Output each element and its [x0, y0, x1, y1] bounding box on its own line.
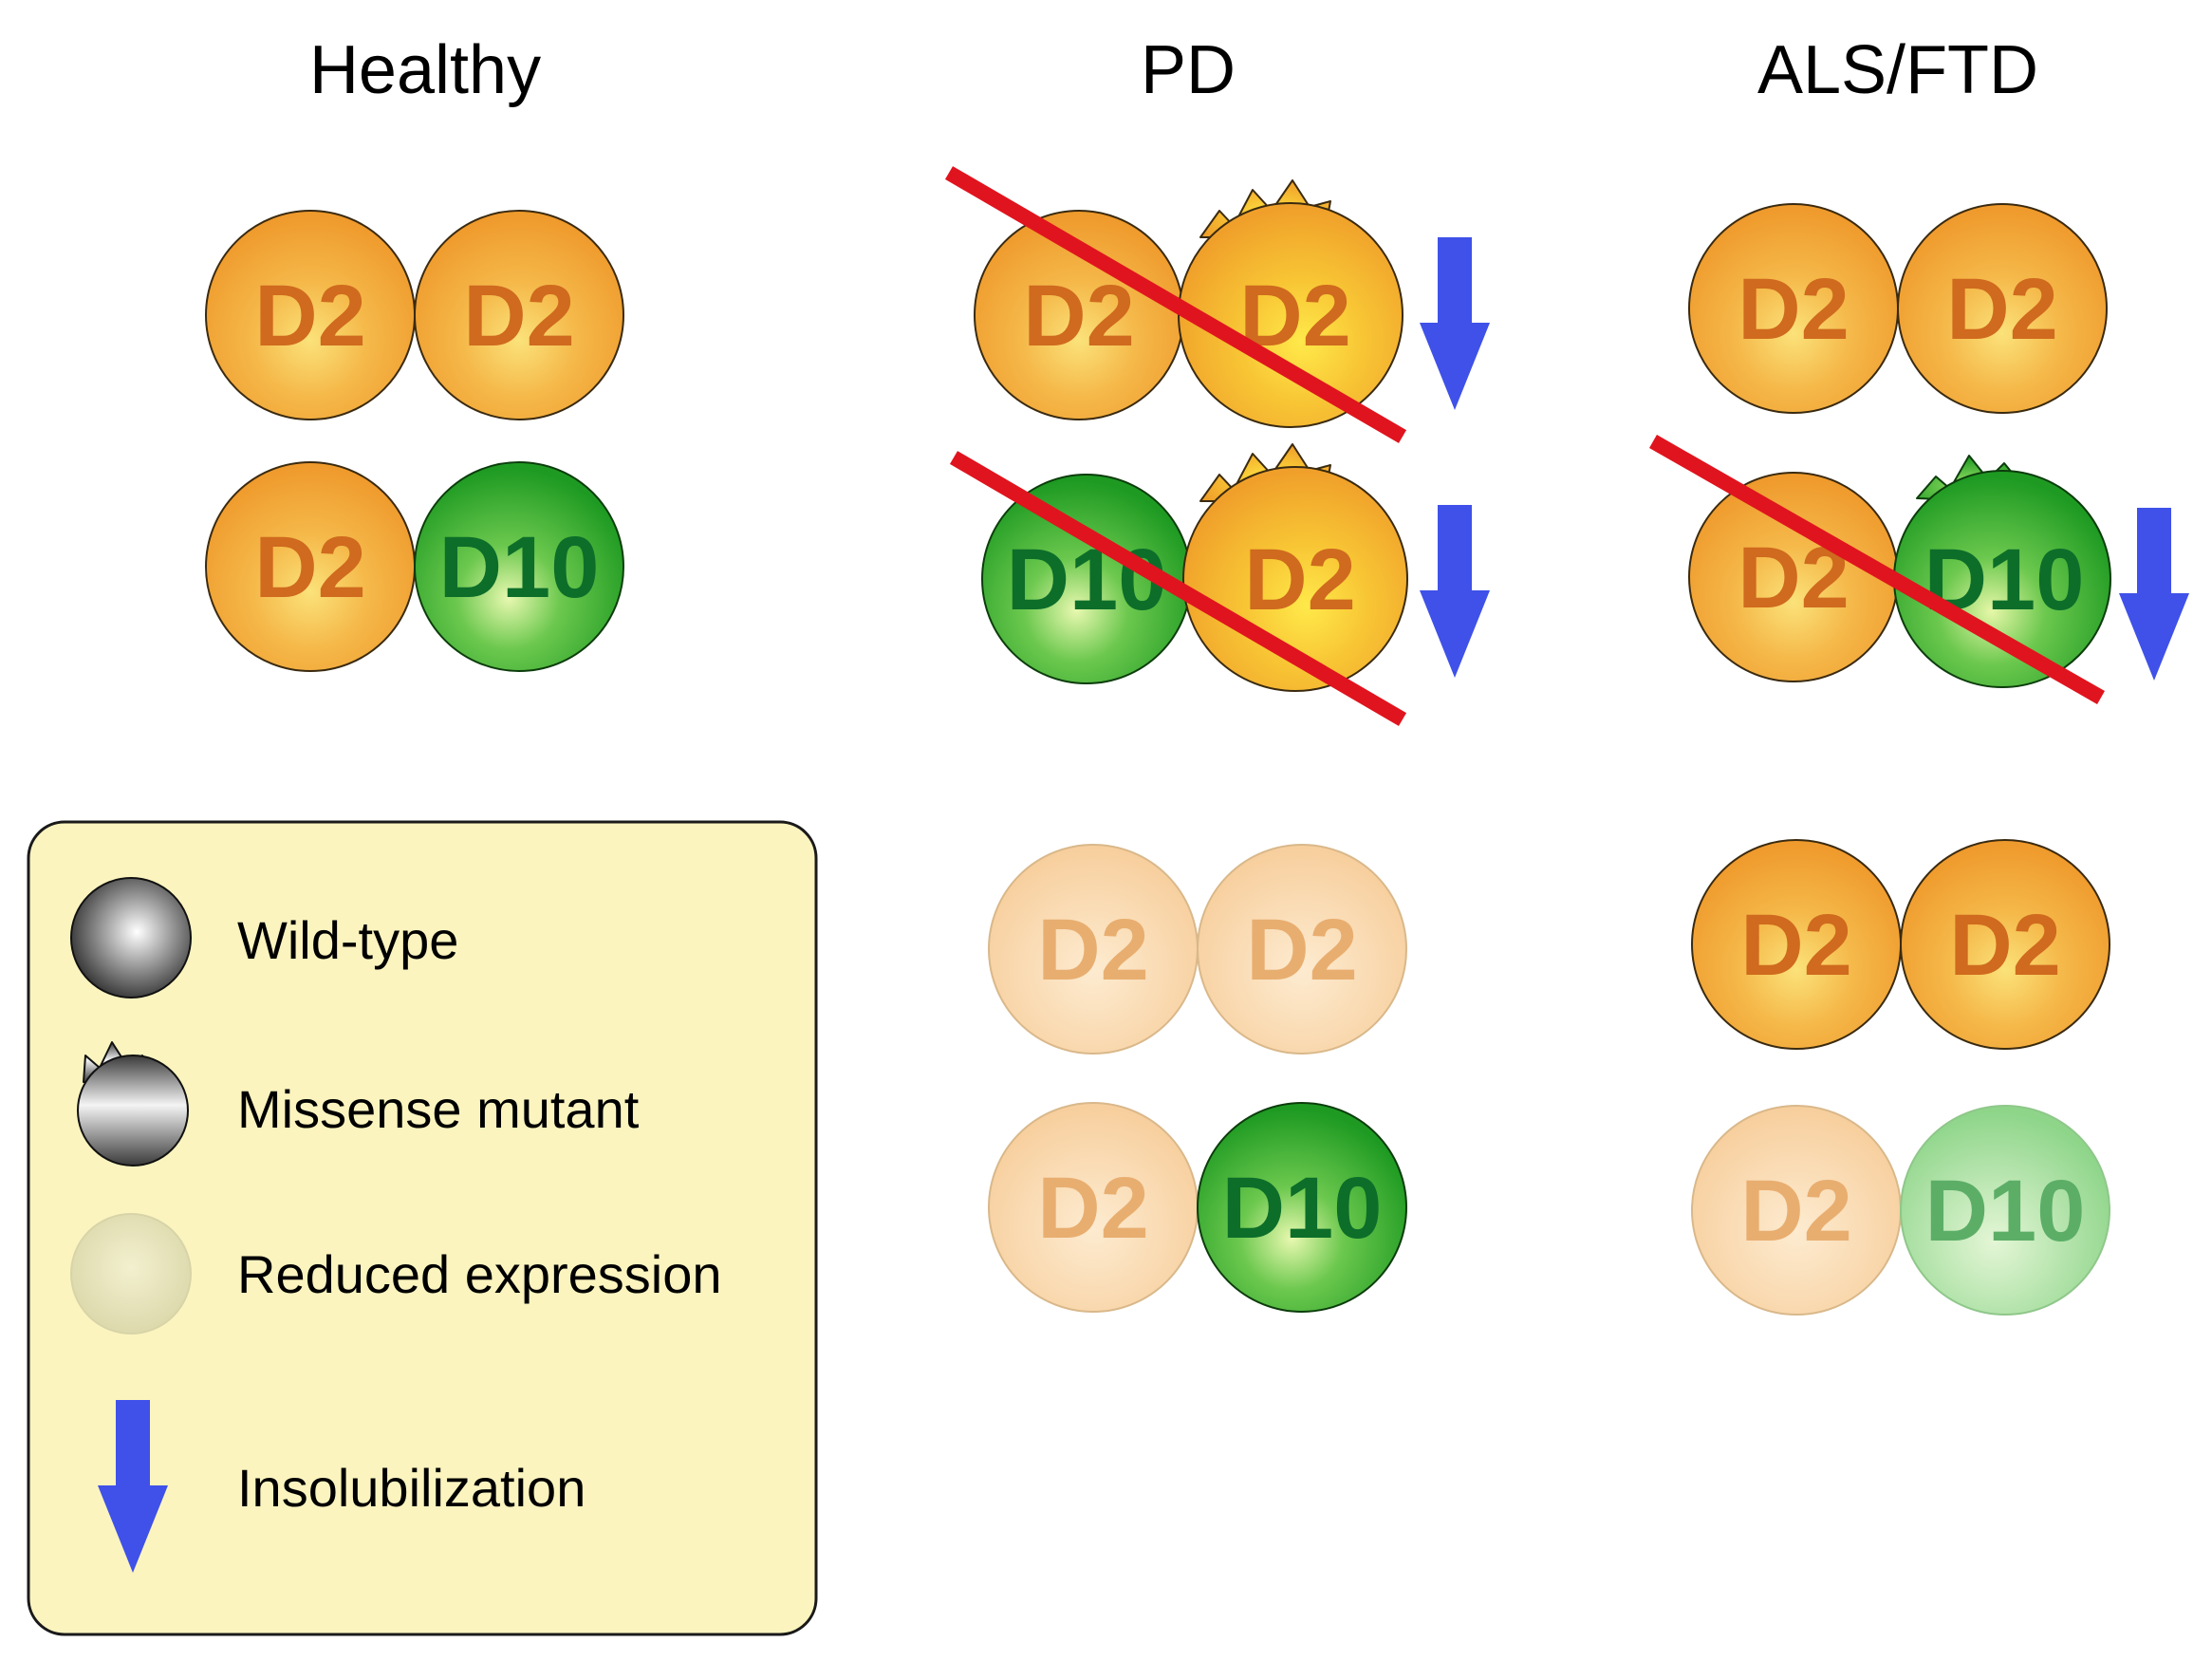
protein-label-d2: D2 [463, 268, 575, 364]
column-header-als-ftd: ALS/FTD [1757, 32, 2038, 108]
legend-label-reduced: Reduced expression [237, 1244, 722, 1304]
protein-label-d2: D2 [254, 519, 366, 616]
insolubilization-arrow [1420, 505, 1490, 678]
healthy-d2-d10-dimer: D2 D10 [205, 461, 624, 672]
protein-label-d2: D2 [1244, 532, 1356, 628]
column-header-healthy: Healthy [309, 32, 541, 108]
healthy-d2-d2-dimer: D2 D2 [205, 210, 624, 420]
column-header-pd: PD [1141, 32, 1236, 108]
pd-reduced-d2-d10-dimer: D2 D10 [988, 1102, 1407, 1313]
protein-label-d2: D2 [1740, 897, 1852, 994]
wild-type-icon [70, 877, 192, 999]
als-reduced-d2-d10-dimer: D2 D10 [1691, 1105, 2110, 1316]
protein-label-d10: D10 [1925, 1163, 2086, 1260]
als-d2-d2-dimer: D2 D2 [1688, 203, 2108, 414]
reduced-expression-icon [70, 1213, 192, 1335]
pd-reduced-d2-d2-dimer: D2 D2 [988, 844, 1407, 1055]
pd-d10-d2mutant-dimer: D10 D2 [949, 443, 1408, 726]
legend-label-insolubilization: Insolubilization [237, 1458, 586, 1518]
insolubilization-arrow [2119, 508, 2189, 681]
protein-label-d10: D10 [1007, 532, 1167, 628]
protein-label-d2: D2 [1946, 261, 2058, 358]
protein-label-d10: D10 [439, 519, 600, 616]
protein-label-d2: D2 [1740, 1163, 1852, 1260]
insolubilization-arrow-icon [98, 1400, 168, 1573]
protein-label-d2: D2 [1738, 261, 1850, 358]
protein-label-d2: D2 [1037, 902, 1149, 999]
cross-out-line [944, 166, 1407, 443]
insolubilization-arrow [1420, 237, 1490, 410]
protein-label-d10: D10 [1222, 1160, 1383, 1257]
protein-label-d2: D2 [254, 268, 366, 364]
als-d2-d10mutant-dimer: D2 D10 [1649, 435, 2111, 704]
missense-mutant-icon [77, 1041, 189, 1167]
cross-out-line [1649, 435, 2105, 704]
pd-d2-d2mutant-dimer: D2 D2 [944, 166, 1407, 443]
protein-label-d2: D2 [1037, 1160, 1149, 1257]
cross-out-line [949, 451, 1407, 726]
protein-label-d2: D2 [1246, 902, 1358, 999]
protein-label-d2: D2 [1023, 268, 1135, 364]
protein-label-d2: D2 [1949, 897, 2061, 994]
legend-box [27, 820, 818, 1636]
legend: Wild-type Missense mutant Reduced expres… [27, 820, 818, 1636]
legend-label-wild-type: Wild-type [237, 910, 458, 970]
als-d2-d2-dimer-normal: D2 D2 [1691, 839, 2110, 1050]
legend-label-missense: Missense mutant [237, 1079, 640, 1139]
